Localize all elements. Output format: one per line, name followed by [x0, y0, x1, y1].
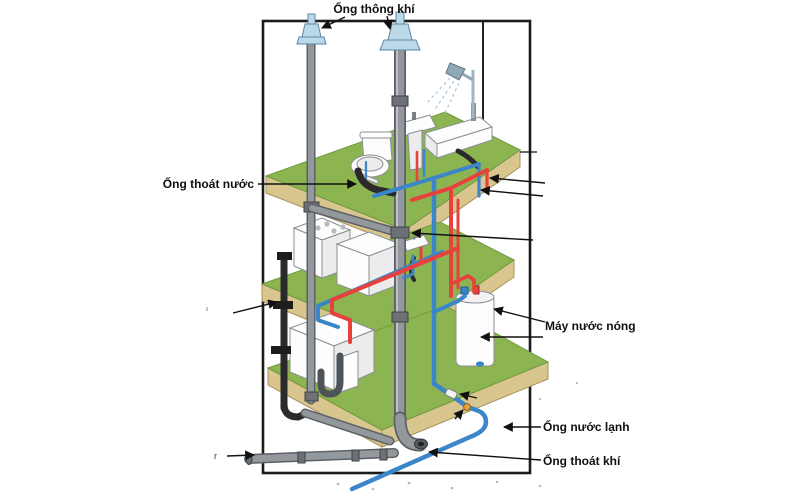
supply-valve — [463, 403, 471, 411]
heater-drain-dot — [476, 361, 484, 367]
cold-supply-entry — [349, 382, 489, 492]
label-drain-pipe: Ống thoát nước — [163, 176, 255, 191]
heater-arrow-1 — [493, 306, 546, 323]
faint-mark — [206, 307, 208, 311]
label-cold-water-pipe: Ống nước lạnh — [543, 419, 630, 434]
coupling-pointer-arrow — [459, 391, 478, 401]
toilet — [350, 131, 393, 185]
stub-arrow — [226, 450, 255, 461]
stack-bottom-elbow — [393, 411, 428, 452]
label-water-heater: Máy nước nóng — [545, 319, 636, 333]
unlabeled-arrow-cold — [480, 185, 544, 197]
supply-coupling — [444, 388, 458, 400]
pedestal-sink — [397, 112, 437, 171]
water-heater — [455, 285, 495, 367]
hot-water-pipes — [330, 150, 489, 344]
toilet-drain-elbow — [354, 167, 397, 197]
unlabeled-arrow-hot — [489, 173, 546, 184]
shower-spray — [425, 77, 460, 116]
roof-vent-boot-left — [296, 13, 327, 45]
waste-diagonal-bottom — [300, 408, 395, 446]
sink-trap — [317, 352, 344, 398]
cold-to-heater — [432, 294, 467, 314]
label-supply-stub: r — [214, 451, 217, 461]
vent-right-arrow — [383, 15, 393, 30]
ground-dots — [336, 381, 579, 491]
cold-top-run — [372, 162, 481, 198]
label-vent-pipe: Ống thông khí — [333, 1, 415, 16]
shower-head — [425, 62, 475, 118]
waste-pipe-black — [271, 252, 309, 421]
hot-top-run — [410, 168, 489, 202]
cold-wall-sink-stub — [402, 254, 415, 280]
hot-wall-sink-stub — [400, 246, 423, 273]
black-pipe-arrow — [232, 299, 278, 314]
leader-lines — [226, 15, 546, 461]
main-soil-stack — [390, 24, 410, 430]
branch-vent-diagonal — [307, 203, 397, 236]
air-label-arrow — [428, 447, 542, 461]
roof-vent-boot-right — [379, 11, 421, 51]
vent-left-arrow — [321, 16, 346, 29]
label-air-outlet-pipe: Ống thoát khí — [543, 453, 621, 468]
hot-middle-loop — [330, 246, 460, 344]
valve-pointer-arrow — [453, 409, 464, 420]
stack-pointer-arrow — [411, 228, 534, 241]
